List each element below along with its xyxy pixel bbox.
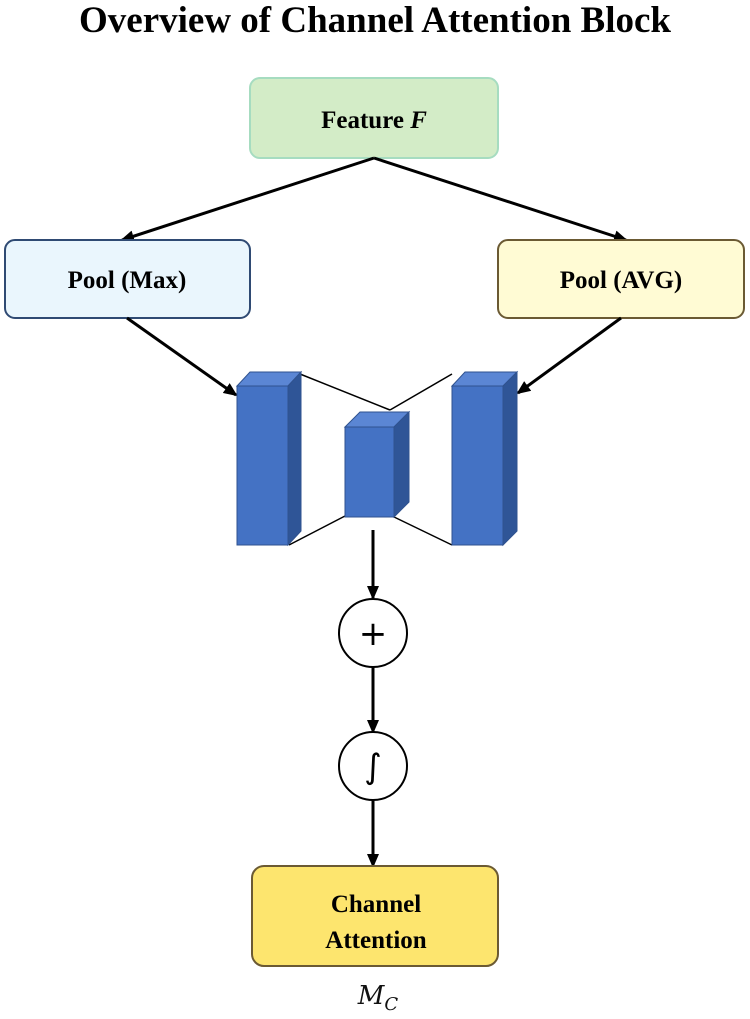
feature-node: Feature F <box>249 77 499 159</box>
feature-variable: F <box>409 107 427 134</box>
mlp-block-right <box>450 370 519 547</box>
connector-right-bottom <box>391 515 453 546</box>
sigmoid-node: ∫ <box>338 731 408 801</box>
mlp-block-middle-front <box>344 426 395 518</box>
diagram-title: Overview of Channel Attention Block <box>79 0 671 41</box>
pool-max-label: Pool (Max) <box>68 267 187 294</box>
pool-avg-label: Pool (AVG) <box>560 267 682 294</box>
channel-attention-node: Channel Attention <box>251 865 499 967</box>
pool-max-node: Pool (Max) <box>4 239 251 319</box>
connector-left-top <box>299 373 391 411</box>
connector-left-bottom <box>288 515 346 546</box>
connector-right-top <box>389 373 453 411</box>
output-label-main: M <box>357 981 386 1011</box>
feature-label: Feature F <box>321 107 427 134</box>
mlp-block-right-side <box>502 370 518 547</box>
channel-attention-box <box>251 865 499 967</box>
arrow-feature-to-pool-max <box>120 156 375 242</box>
mlp-block-middle <box>343 410 411 519</box>
sigmoid-icon: ∫ <box>364 747 382 787</box>
output-label-subscript: C <box>384 994 398 1015</box>
output-label: MC <box>357 981 399 1015</box>
plus-icon: + <box>359 614 388 654</box>
mlp-block-left-front <box>236 385 289 546</box>
arrow-feature-to-pool-avg <box>373 156 628 242</box>
arrow-pool-max-to-mlp <box>126 316 238 397</box>
mlp-block-right-front <box>451 385 504 546</box>
mlp-block-middle-side <box>393 410 410 519</box>
mlp-block-left <box>235 370 303 547</box>
mlp-block-left-side <box>287 370 302 547</box>
channel-attention-label-line1: Channel <box>331 891 421 918</box>
channel-attention-label-line2: Attention <box>325 927 426 954</box>
feature-label-text: Feature <box>321 107 410 134</box>
pool-avg-node: Pool (AVG) <box>497 239 745 319</box>
sum-node: + <box>338 598 408 668</box>
mlp-connectors <box>288 373 453 546</box>
arrow-pool-avg-to-mlp <box>516 316 622 395</box>
